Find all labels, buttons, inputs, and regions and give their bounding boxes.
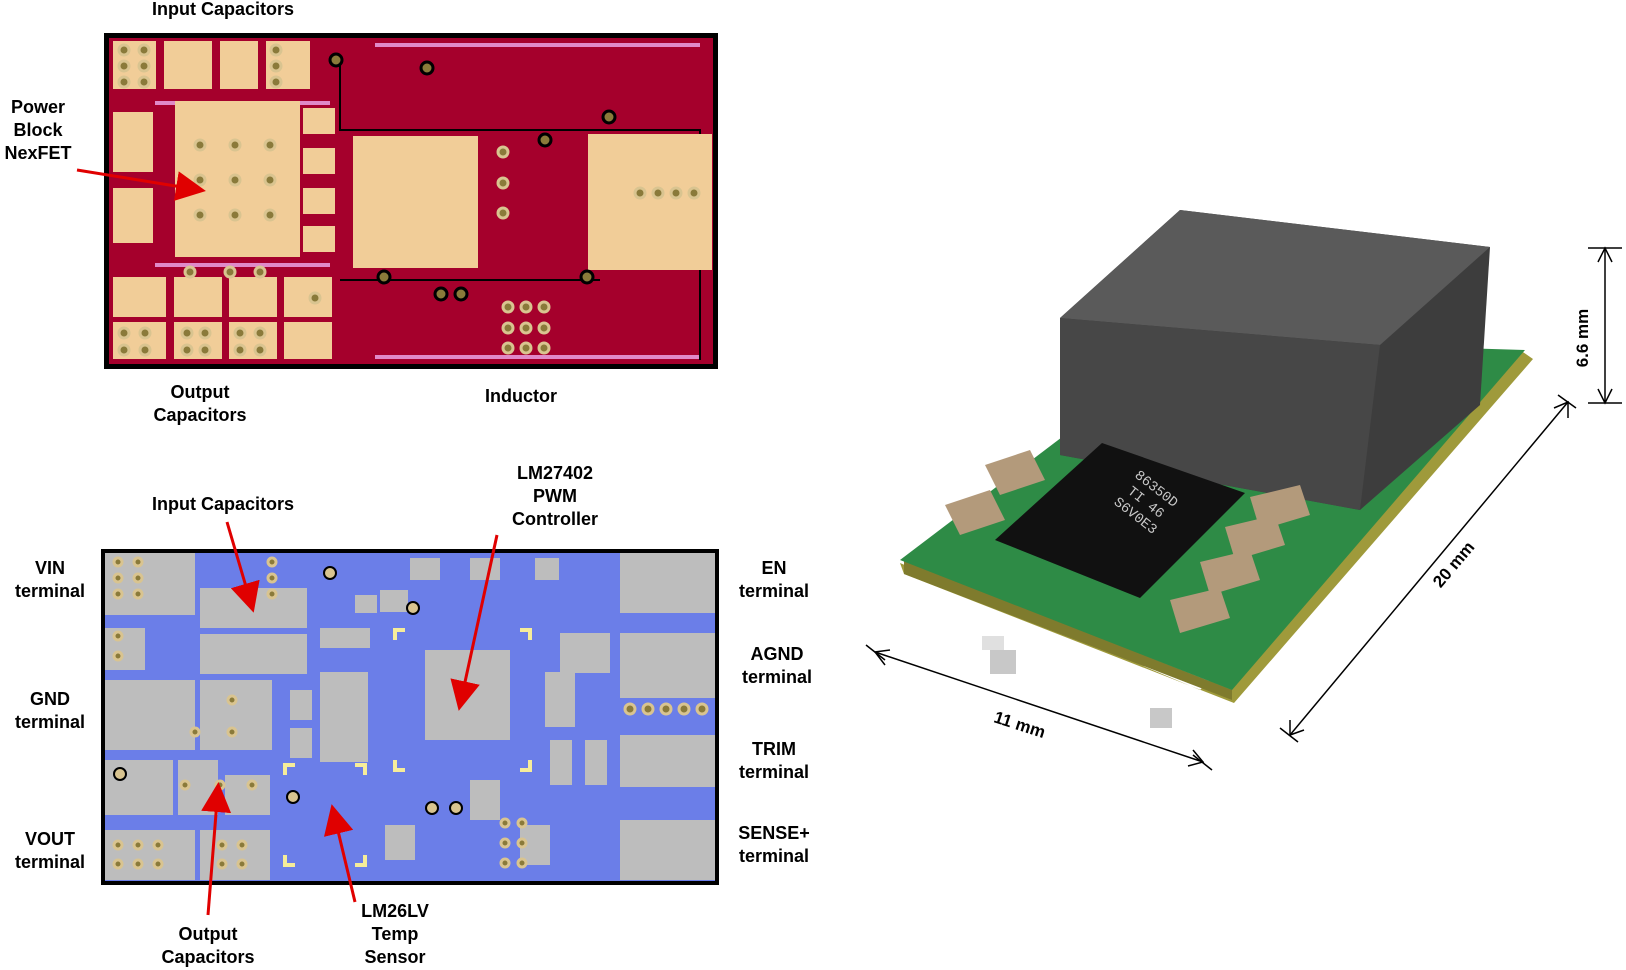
bottom-output-caps-label: Output Capacitors xyxy=(161,924,255,967)
vout-terminal-label: VOUT terminal xyxy=(14,829,86,872)
top-output-caps-label: Output Capacitors xyxy=(153,382,247,425)
vin-terminal-label: VIN terminal xyxy=(14,558,86,601)
power-block-arrow xyxy=(76,168,206,201)
callout-arrows xyxy=(76,168,499,916)
top-vias xyxy=(117,43,701,357)
top-inductor-pads xyxy=(353,134,712,270)
module-terminal-pin xyxy=(1150,708,1172,728)
controller-label: LM27402 PWM Controller xyxy=(511,463,598,529)
bottom-small-components xyxy=(290,558,610,785)
module-ic xyxy=(995,443,1245,598)
bottom-input-caps-label: Input Capacitors xyxy=(151,494,294,514)
top-thru-vias xyxy=(328,52,617,302)
top-output-capacitor-pads xyxy=(113,277,332,359)
bottom-pcb xyxy=(101,549,719,885)
bottom-terminal-pads xyxy=(105,553,715,880)
bottom-thru-vias xyxy=(113,566,463,815)
top-pcb xyxy=(104,33,718,369)
bottom-output-caps-arrow xyxy=(201,782,232,916)
dimension-lines xyxy=(865,246,1622,771)
dim-length-label: 20 mm xyxy=(1429,538,1478,591)
temp-sensor-label: LM26LV Temp Sensor xyxy=(361,901,429,967)
bottom-silkscreen xyxy=(283,628,532,867)
dim-height-label: 6.6 mm xyxy=(1573,309,1592,368)
dim-width-label: 11 mm xyxy=(992,708,1048,742)
en-terminal-label: EN terminal xyxy=(738,558,810,601)
gnd-terminal-label: GND terminal xyxy=(14,689,86,732)
top-input-caps-label: Input Capacitors xyxy=(151,0,294,19)
module-terminal-pin xyxy=(990,650,1016,674)
bottom-input-caps-arrow xyxy=(225,521,260,613)
top-inductor-label: Inductor xyxy=(485,386,557,406)
agnd-terminal-label: AGND terminal xyxy=(741,644,813,687)
temp-sensor-arrow xyxy=(323,804,357,903)
module-capacitors xyxy=(945,450,1310,633)
module-photo xyxy=(865,210,1622,771)
top-power-block-label: Power Block NexFET xyxy=(4,97,72,163)
module-inductor-top xyxy=(1060,210,1490,345)
sense-terminal-label: SENSE+ terminal xyxy=(738,823,810,866)
trim-terminal-label: TRIM terminal xyxy=(738,739,810,782)
controller-arrow xyxy=(450,534,499,711)
